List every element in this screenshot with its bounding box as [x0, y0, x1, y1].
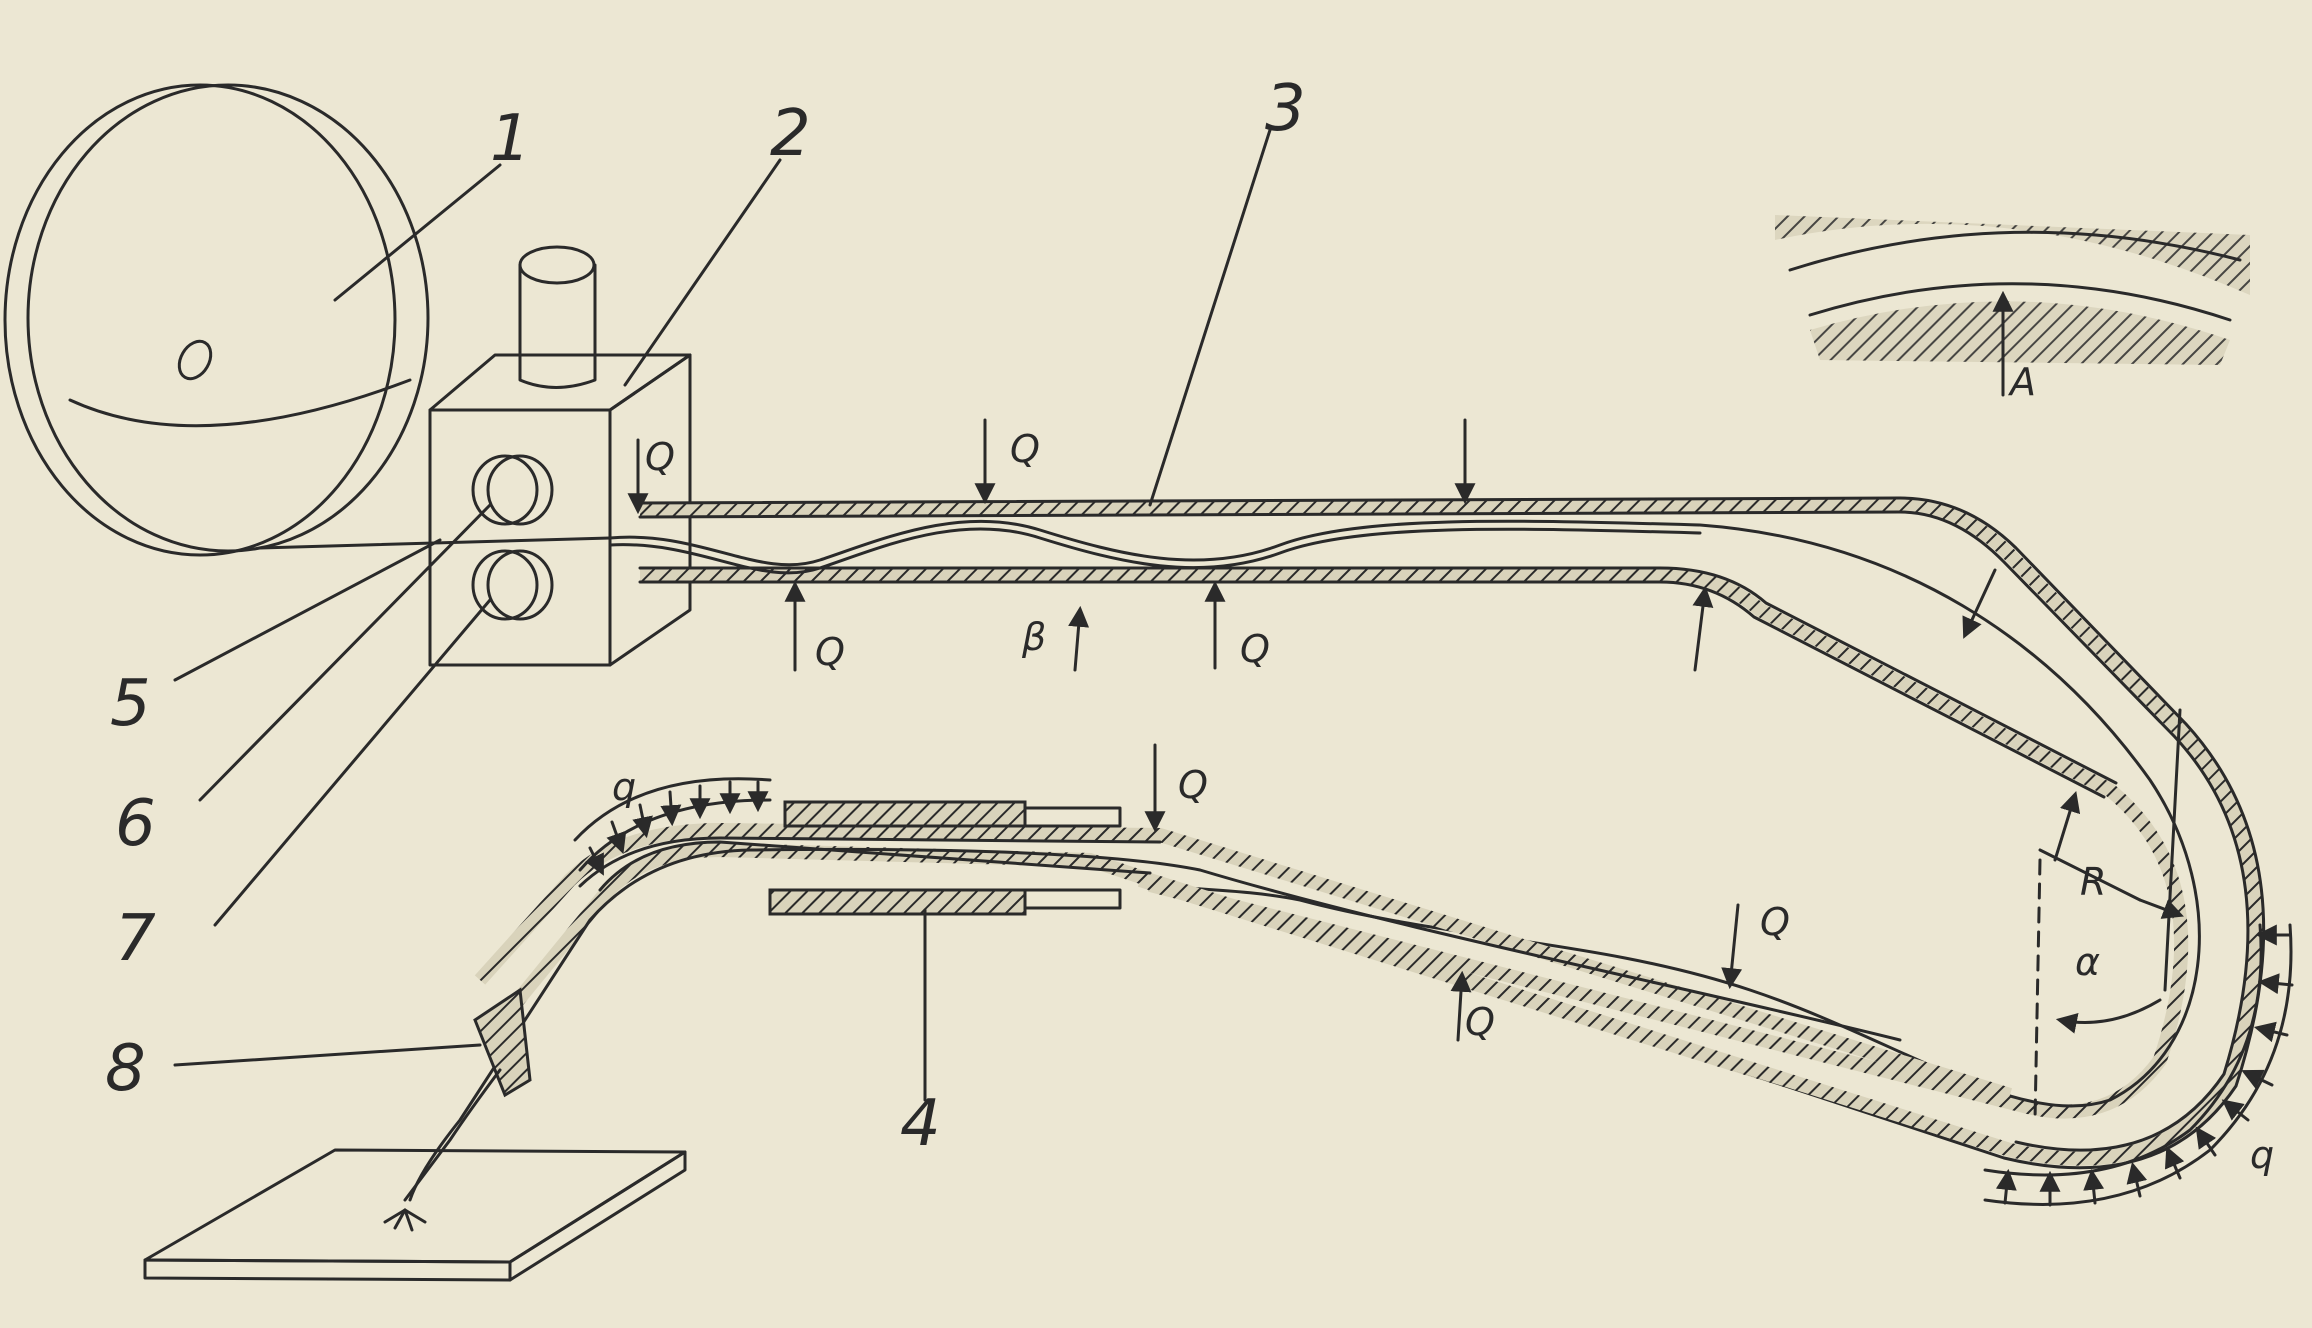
label-part-8: 8 — [105, 1032, 146, 1106]
label-part-1: 1 — [490, 102, 531, 176]
label-part-3: 3 — [1265, 72, 1306, 146]
arc-spark-icon — [383, 1208, 427, 1232]
force-arrow-q7 — [1962, 568, 1997, 639]
label-part-6: 6 — [115, 787, 156, 861]
leader-lines — [173, 128, 1272, 1102]
label-force-q1: Q — [645, 435, 675, 479]
force-arrow-q6 — [1692, 585, 1714, 672]
spool-axle-icon — [177, 339, 213, 381]
label-force-q5: Q — [1240, 627, 1270, 671]
force-arrow-q8 — [2053, 790, 2081, 862]
inset-detail-a — [1775, 215, 2250, 397]
torch-nozzle — [403, 987, 532, 1202]
label-load-q-bend: q — [2250, 1133, 2274, 1177]
label-beta: β — [1021, 615, 1046, 659]
bend-geometry — [2033, 708, 2184, 1122]
label-force-q11: Q — [1465, 1000, 1495, 1044]
label-part-5: 5 — [110, 667, 151, 741]
force-arrow-q11 — [1450, 970, 1472, 1042]
label-load-q-top: q — [612, 765, 636, 809]
lower-feed-roller — [471, 549, 554, 621]
distributed-load-top — [573, 777, 772, 876]
label-part-2: 2 — [770, 97, 811, 171]
feed-mechanism — [428, 245, 692, 667]
workpiece-plate — [143, 1148, 687, 1282]
label-force-q4: Q — [815, 630, 845, 674]
label-force-q10: Q — [1760, 900, 1790, 944]
label-inset-a: A — [2007, 360, 2036, 404]
label-angle: α — [2075, 940, 2100, 984]
wire-spool — [3, 83, 430, 557]
label-radius: R — [2080, 860, 2106, 904]
electrode-wire-in-hose — [608, 519, 2201, 1108]
upper-feed-roller — [471, 454, 554, 526]
guide-sleeve — [768, 800, 1122, 916]
label-force-q9: Q — [1178, 763, 1208, 807]
distributed-load-bend — [1983, 923, 2294, 1207]
beta-arrow — [1068, 605, 1090, 672]
label-part-7: 7 — [115, 902, 156, 976]
force-arrows — [627, 418, 2081, 1042]
lower-hose-segment — [408, 822, 2013, 1202]
label-force-q2: Q — [1010, 427, 1040, 471]
force-arrow-q10 — [1721, 903, 1743, 990]
label-part-4: 4 — [900, 1087, 941, 1161]
